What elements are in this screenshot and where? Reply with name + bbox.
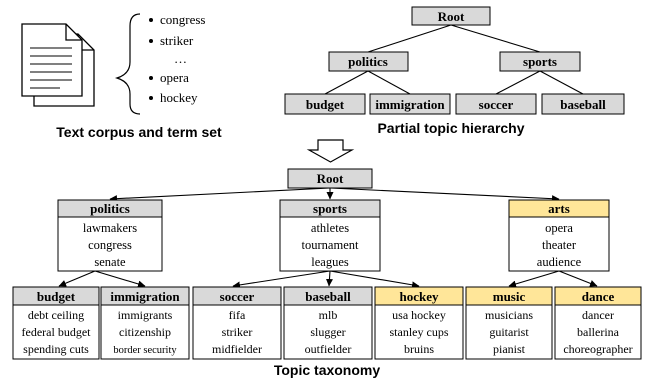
topic-node-arts: arts opera theater audience	[508, 199, 610, 272]
svg-text:baseball: baseball	[560, 97, 606, 112]
svg-text:mlb: mlb	[319, 308, 338, 322]
svg-text:slugger: slugger	[310, 325, 345, 339]
svg-text:sports: sports	[523, 54, 557, 69]
partial-caption: Partial topic hierarchy	[377, 120, 524, 136]
term-item: congress	[149, 12, 206, 27]
svg-text:congress: congress	[88, 238, 132, 252]
svg-text:midfielder: midfielder	[212, 342, 262, 356]
topic-node-dance: dance dancer ballerina choreographer	[554, 286, 642, 360]
partial-node-immigration: immigration	[369, 93, 451, 115]
svg-text:musicians: musicians	[485, 308, 533, 322]
svg-text:opera: opera	[545, 221, 573, 235]
topic-node-sports: sports athletes tournament leagues	[279, 199, 381, 272]
svg-text:sports: sports	[313, 201, 347, 216]
svg-text:spending cuts: spending cuts	[23, 342, 89, 356]
topic-node-music: music musicians guitarist pianist	[465, 286, 553, 360]
taxonomy-caption: Topic taxonomy	[274, 362, 381, 378]
svg-text:striker: striker	[160, 33, 194, 48]
svg-text:congress: congress	[160, 12, 206, 27]
topic-node-baseball: baseball mlb slugger outfielder	[283, 286, 373, 360]
topic-taxonomy: Root politics lawmakers congress senate …	[12, 168, 642, 360]
topic-node-hockey: hockey usa hockey stanley cups bruins	[374, 286, 464, 360]
topic-node-immigration: immigration immigrants citizenship borde…	[100, 286, 190, 360]
document-stack-icon	[21, 23, 95, 107]
svg-text:outfielder: outfielder	[305, 342, 352, 356]
partial-node-soccer: soccer	[455, 93, 537, 115]
term-item: opera	[149, 70, 189, 85]
svg-text:striker: striker	[222, 325, 253, 339]
svg-text:soccer: soccer	[220, 289, 255, 304]
svg-text:politics: politics	[348, 54, 388, 69]
svg-text:budget: budget	[306, 97, 345, 112]
svg-text:guitarist: guitarist	[489, 325, 529, 339]
svg-text:Root: Root	[438, 9, 465, 24]
svg-text:arts: arts	[548, 201, 570, 216]
topic-node-soccer: soccer fifa striker midfielder	[192, 286, 282, 360]
svg-text:politics: politics	[90, 201, 130, 216]
svg-text:baseball: baseball	[305, 289, 351, 304]
svg-text:choreographer: choreographer	[563, 342, 632, 356]
svg-text:music: music	[493, 289, 526, 304]
term-set-list: congress striker … opera hockey	[149, 12, 206, 105]
svg-text:leagues: leagues	[311, 255, 349, 269]
svg-text:debt ceiling: debt ceiling	[28, 308, 84, 322]
svg-text:Root: Root	[317, 171, 344, 186]
svg-text:dancer: dancer	[582, 308, 614, 322]
svg-text:dance: dance	[582, 289, 615, 304]
term-item: striker	[149, 33, 194, 48]
svg-text:immigration: immigration	[375, 97, 445, 112]
term-item: hockey	[149, 90, 198, 105]
svg-text:audience: audience	[537, 255, 582, 269]
partial-node-budget: budget	[284, 93, 366, 115]
topic-node-budget: budget debt ceiling federal budget spend…	[12, 286, 100, 360]
svg-text:fifa: fifa	[229, 308, 246, 322]
svg-text:hockey: hockey	[400, 289, 440, 304]
svg-text:immigrants: immigrants	[118, 308, 173, 322]
svg-text:opera: opera	[160, 70, 189, 85]
svg-text:soccer: soccer	[479, 97, 514, 112]
partial-node-baseball: baseball	[541, 93, 625, 115]
svg-text:stanley cups: stanley cups	[390, 325, 449, 339]
svg-text:athletes: athletes	[311, 221, 349, 235]
curly-brace-icon	[114, 13, 141, 115]
term-ellipsis: …	[174, 51, 187, 66]
svg-text:senate: senate	[94, 255, 126, 269]
corpus-caption: Text corpus and term set	[56, 124, 222, 140]
svg-text:border security: border security	[113, 345, 177, 356]
svg-text:lawmakers: lawmakers	[83, 221, 137, 235]
partial-node-sports: sports	[499, 51, 581, 72]
svg-text:tournament: tournament	[302, 238, 359, 252]
down-arrow-icon	[306, 139, 355, 163]
svg-text:budget: budget	[37, 289, 76, 304]
svg-text:usa hockey: usa hockey	[392, 308, 446, 322]
partial-node-politics: politics	[328, 51, 409, 72]
topic-node-politics: politics lawmakers congress senate	[57, 199, 163, 272]
svg-text:theater: theater	[542, 238, 577, 252]
svg-text:hockey: hockey	[160, 90, 198, 105]
svg-text:immigration: immigration	[110, 289, 180, 304]
partial-hierarchy: Root politics sports budget immigration …	[284, 6, 625, 115]
svg-text:ballerina: ballerina	[577, 325, 620, 339]
partial-root-node: Root	[411, 6, 491, 26]
svg-text:bruins: bruins	[404, 342, 434, 356]
taxonomy-root-node: Root	[287, 168, 373, 189]
svg-text:pianist: pianist	[493, 342, 526, 356]
svg-text:citizenship: citizenship	[119, 325, 171, 339]
svg-text:federal budget: federal budget	[22, 325, 92, 339]
